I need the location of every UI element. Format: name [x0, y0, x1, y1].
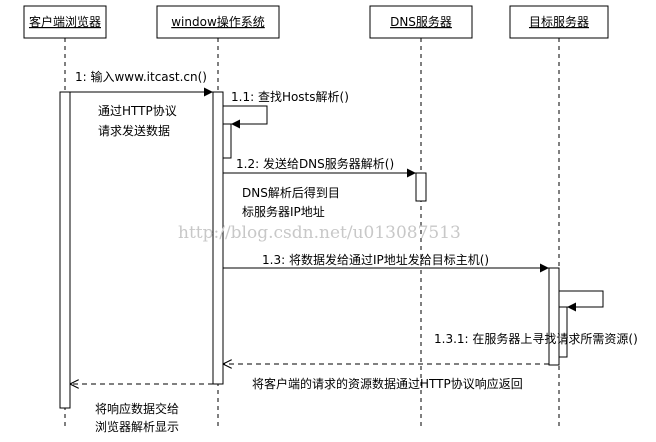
- participant-os-label: window操作系统: [171, 14, 265, 29]
- message-1-2-label: 1.2: 发送给DNS服务器解析(): [236, 156, 394, 171]
- participant-dns-label: DNS服务器: [390, 14, 452, 29]
- activation-browser: [59, 91, 71, 409]
- note-dns-result: DNS解析后得到目 标服务器IP地址: [242, 185, 340, 219]
- participant-target-label: 目标服务器: [529, 14, 589, 29]
- activation-os: [212, 91, 224, 385]
- message-1-2: 1.2: 发送给DNS服务器解析(): [223, 156, 416, 178]
- note-browser-render-line1: 将响应数据交给: [95, 401, 179, 416]
- message-1-3-label: 1.3: 将数据发给通过IP地址发给目标主机(): [262, 252, 489, 267]
- participant-browser: 客户端浏览器: [23, 5, 107, 39]
- note-dns-result-line1: DNS解析后得到目: [242, 185, 340, 200]
- message-1-1: 1.1: 查找Hosts解析(): [223, 90, 349, 129]
- activations: [59, 91, 568, 409]
- message-1-label: 1: 输入www.itcast.cn(): [75, 69, 207, 84]
- participant-dns: DNS服务器: [369, 5, 473, 39]
- message-1-3-1: 1.3.1: 在服务器上寻找请求所需资源(): [434, 290, 638, 346]
- note-browser-render: 将响应数据交给 浏览器解析显示: [95, 401, 179, 434]
- return-target-to-os-label: 将客户端的请求的资源数据通过HTTP协议响应返回: [252, 376, 523, 391]
- message-1-1-label: 1.1: 查找Hosts解析(): [231, 90, 349, 104]
- watermark: http://blog.csdn.net/u013087513: [178, 223, 461, 243]
- note-browser-render-line2: 浏览器解析显示: [95, 419, 179, 434]
- note-http-request: 通过HTTP协议 请求发送数据: [98, 103, 177, 138]
- message-1-3: 1.3: 将数据发给通过IP地址发给目标主机(): [223, 252, 549, 273]
- message-1-3-1-label: 1.3.1: 在服务器上寻找请求所需资源(): [434, 331, 638, 346]
- activation-dns: [415, 172, 427, 202]
- return-target-to-os: 将客户端的请求的资源数据通过HTTP协议响应返回: [223, 364, 549, 391]
- note-http-request-line1: 通过HTTP协议: [98, 103, 177, 118]
- participant-browser-label: 客户端浏览器: [29, 14, 101, 29]
- participant-os: window操作系统: [156, 5, 280, 39]
- activation-target-nested: [558, 306, 568, 358]
- note-dns-result-line2: 标服务器IP地址: [242, 204, 325, 219]
- note-http-request-line2: 请求发送数据: [98, 123, 170, 138]
- activation-target: [548, 267, 560, 366]
- participant-target: 目标服务器: [509, 5, 609, 39]
- message-1: 1: 输入www.itcast.cn(): [70, 69, 213, 97]
- activation-os-nested: [222, 123, 232, 159]
